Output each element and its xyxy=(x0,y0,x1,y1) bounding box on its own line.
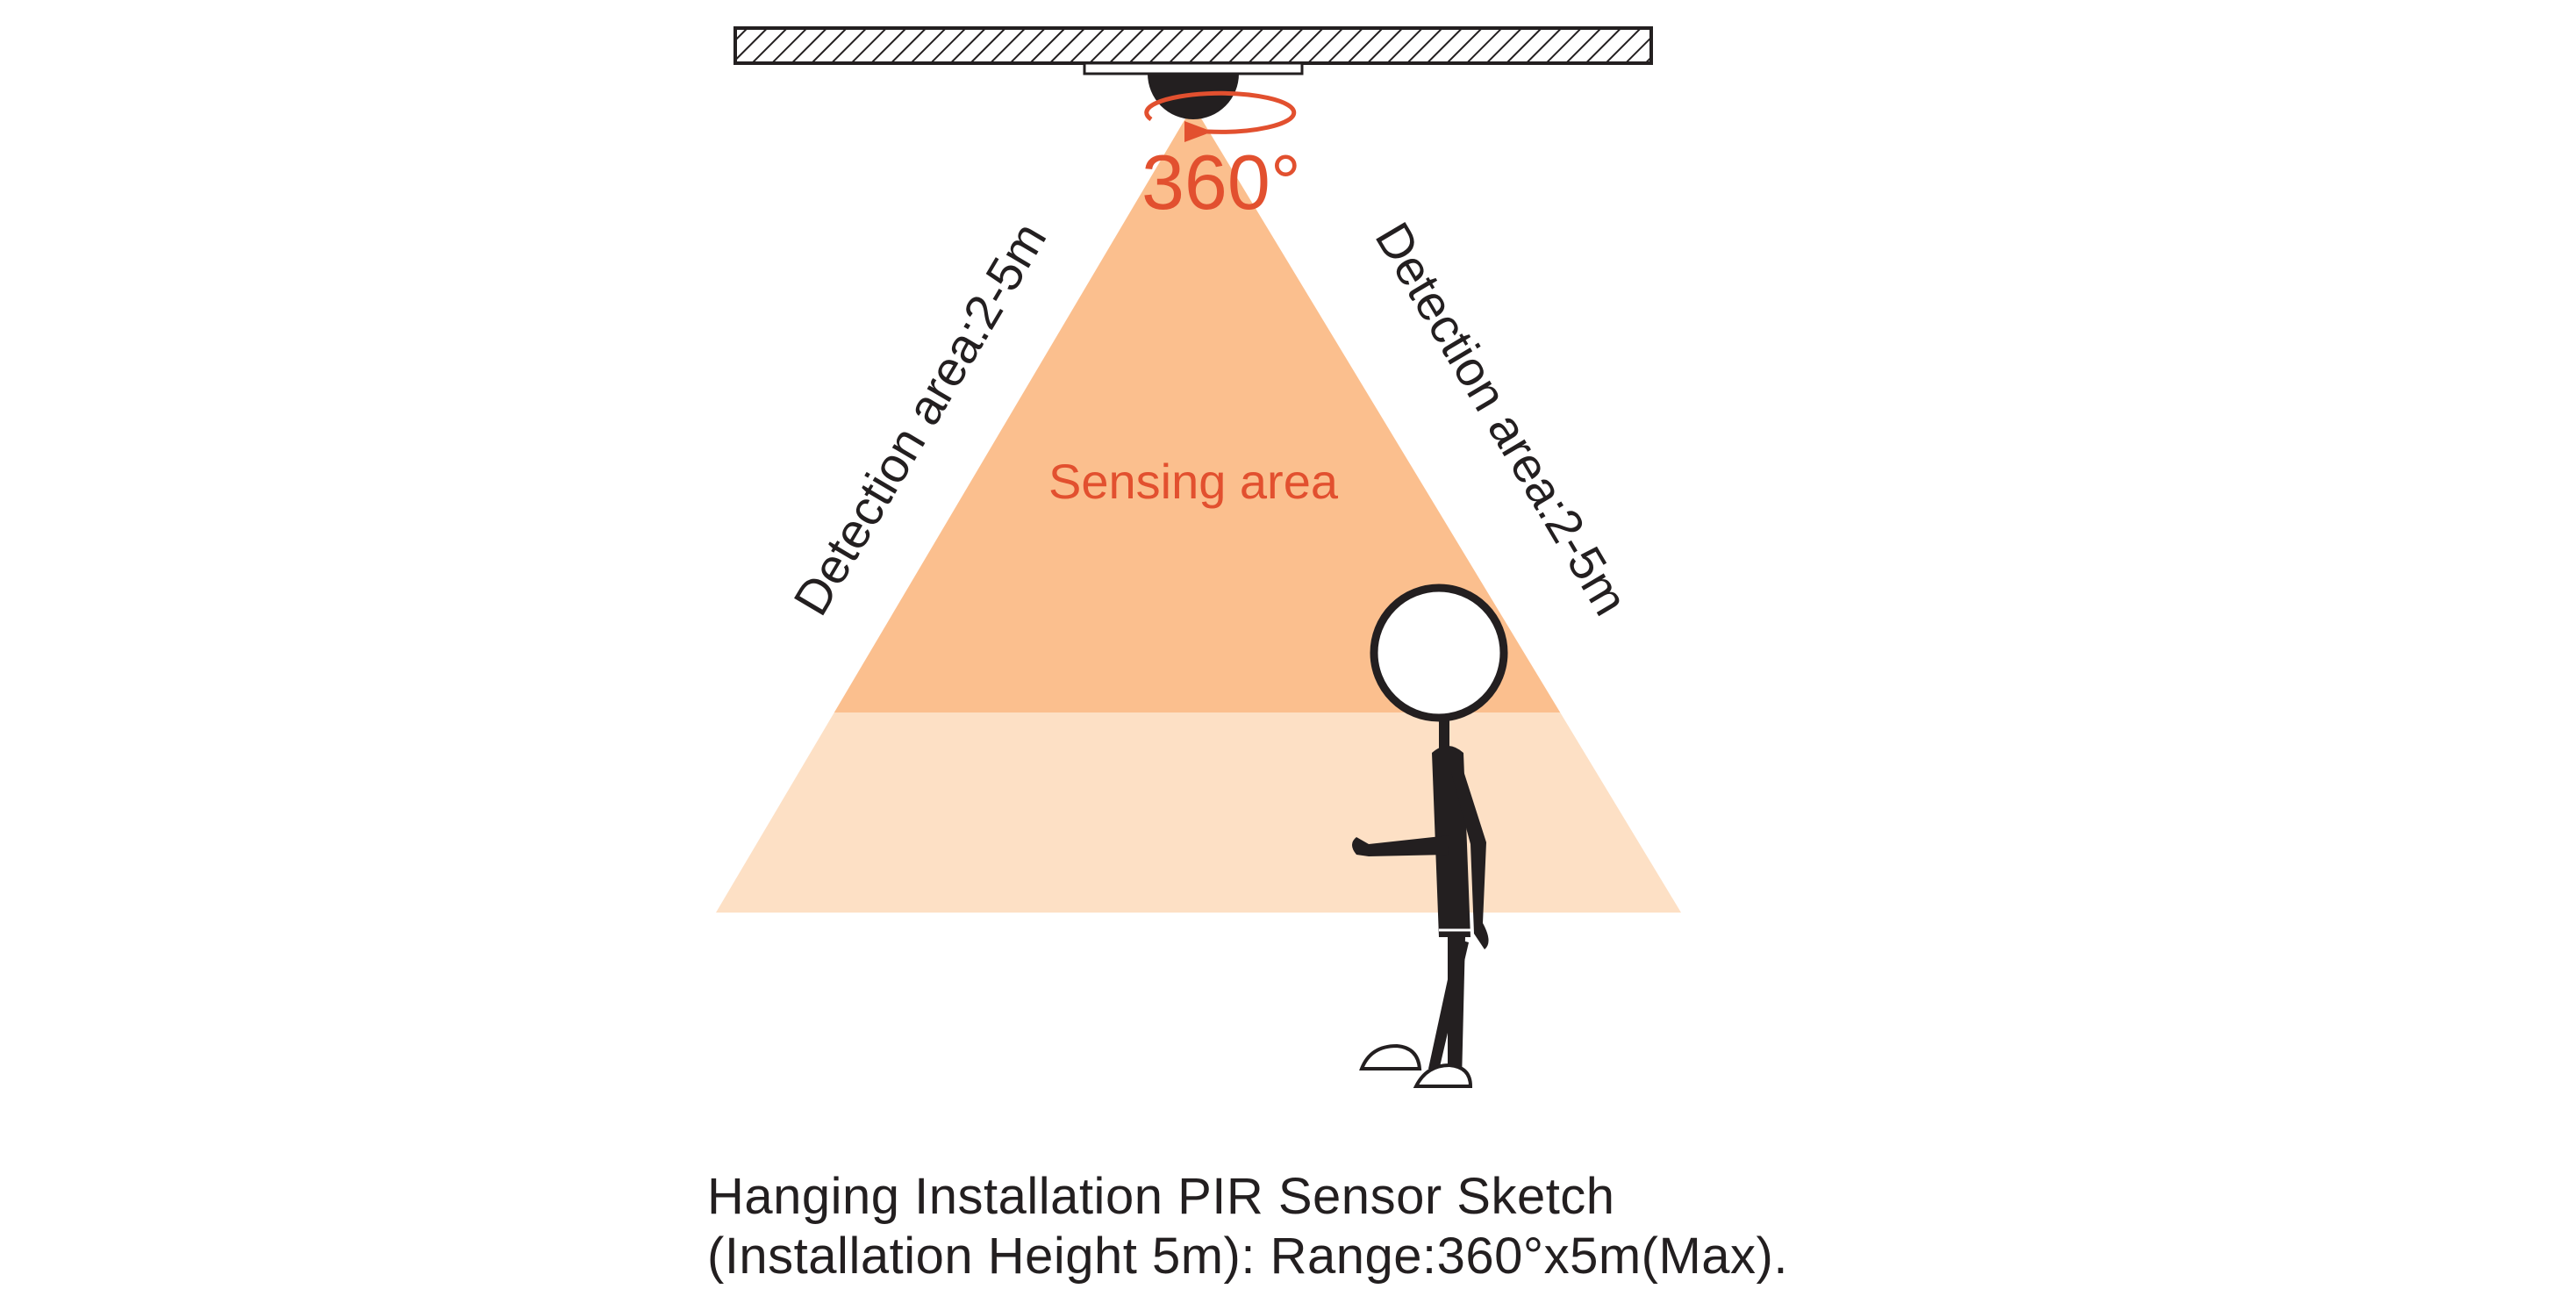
shoe-back xyxy=(1359,1043,1422,1070)
diagram-caption: Hanging Installation PIR Sensor Sketch (… xyxy=(707,1167,2111,1286)
sensor-mount-plate xyxy=(1083,61,1304,75)
outer-zone xyxy=(716,712,1681,913)
person-figure xyxy=(1352,584,1508,1088)
shoe-front xyxy=(1413,1063,1473,1088)
caption-line-2: (Installation Height 5m): Range:360°x5m(… xyxy=(707,1228,1788,1285)
rotation-arrow-icon xyxy=(1144,90,1297,142)
sensing-area-label: Sensing area xyxy=(1048,454,1339,509)
person-head xyxy=(1370,584,1508,722)
caption-line-1: Hanging Installation PIR Sensor Sketch xyxy=(707,1168,1615,1225)
rotation-label: 360° xyxy=(1141,139,1301,226)
ceiling-slab xyxy=(733,26,1653,65)
